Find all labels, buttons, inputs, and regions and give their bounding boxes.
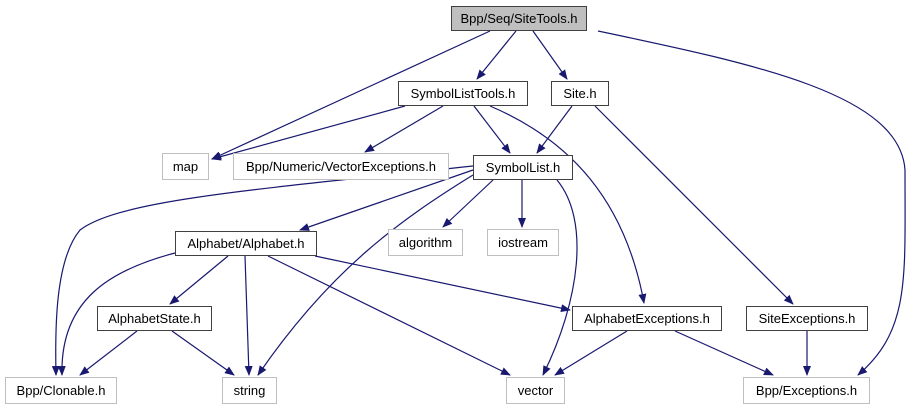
edge-alphabet-to-alphabetexceptions (314, 255, 571, 313)
edge-symbollist-to-string (257, 174, 474, 376)
node-string: string (222, 377, 277, 404)
edge-alphabetstate-to-string (171, 330, 235, 376)
node-sitetools[interactable]: Bpp/Seq/SiteTools.h (451, 6, 587, 31)
edge-sitetools-to-symbollisttools (476, 30, 517, 80)
edge-alphabetexceptions-to-exceptions (674, 330, 774, 376)
edge-sitetools-to-exceptions (597, 30, 906, 376)
node-iostream: iostream (487, 229, 559, 256)
edge-alphabetexceptions-to-vector (554, 330, 628, 376)
node-alphabetexceptions[interactable]: AlphabetExceptions.h (572, 306, 722, 331)
edge-symbollisttools-to-alphabetexceptions (489, 105, 647, 304)
node-vector: vector (506, 377, 565, 404)
node-vectorexceptions: Bpp/Numeric/VectorExceptions.h (233, 153, 449, 180)
edge-symbollist-to-alphabet (299, 169, 474, 231)
edge-site-to-symbollist (536, 105, 573, 154)
edge-symbollist-to-algorithm (442, 179, 494, 228)
node-symbollisttools[interactable]: SymbolListTools.h (398, 81, 528, 106)
edge-site-to-siteexceptions (594, 105, 794, 305)
edge-alphabet-to-vector (267, 255, 511, 376)
edge-alphabet-to-string (244, 255, 253, 376)
node-exceptions: Bpp/Exceptions.h (743, 377, 870, 404)
edge-symbollisttools-to-vectorexceptions (364, 105, 444, 153)
node-symbollist[interactable]: SymbolList.h (473, 155, 573, 180)
edge-alphabet-to-alphabetstate (169, 255, 229, 305)
edge-symbollisttools-to-symbollist (473, 105, 511, 154)
node-siteexceptions[interactable]: SiteExceptions.h (746, 306, 868, 331)
edge-sitetools-to-site (532, 30, 568, 80)
edge-alphabet-to-clonable (57, 252, 176, 376)
node-clonable: Bpp/Clonable.h (5, 377, 117, 404)
edge-symbollisttools-to-map (211, 105, 406, 161)
edge-symbollist-to-vector (542, 179, 578, 376)
node-algorithm: algorithm (388, 229, 463, 256)
edge-sitetools-to-map (211, 30, 491, 160)
node-site[interactable]: Site.h (551, 81, 609, 106)
edge-alphabetstate-to-clonable (79, 330, 138, 376)
node-map: map (162, 153, 209, 180)
node-alphabet[interactable]: Alphabet/Alphabet.h (175, 231, 317, 256)
node-alphabetstate[interactable]: AlphabetState.h (97, 306, 212, 331)
edge-symbollist-to-clonable (51, 165, 474, 376)
